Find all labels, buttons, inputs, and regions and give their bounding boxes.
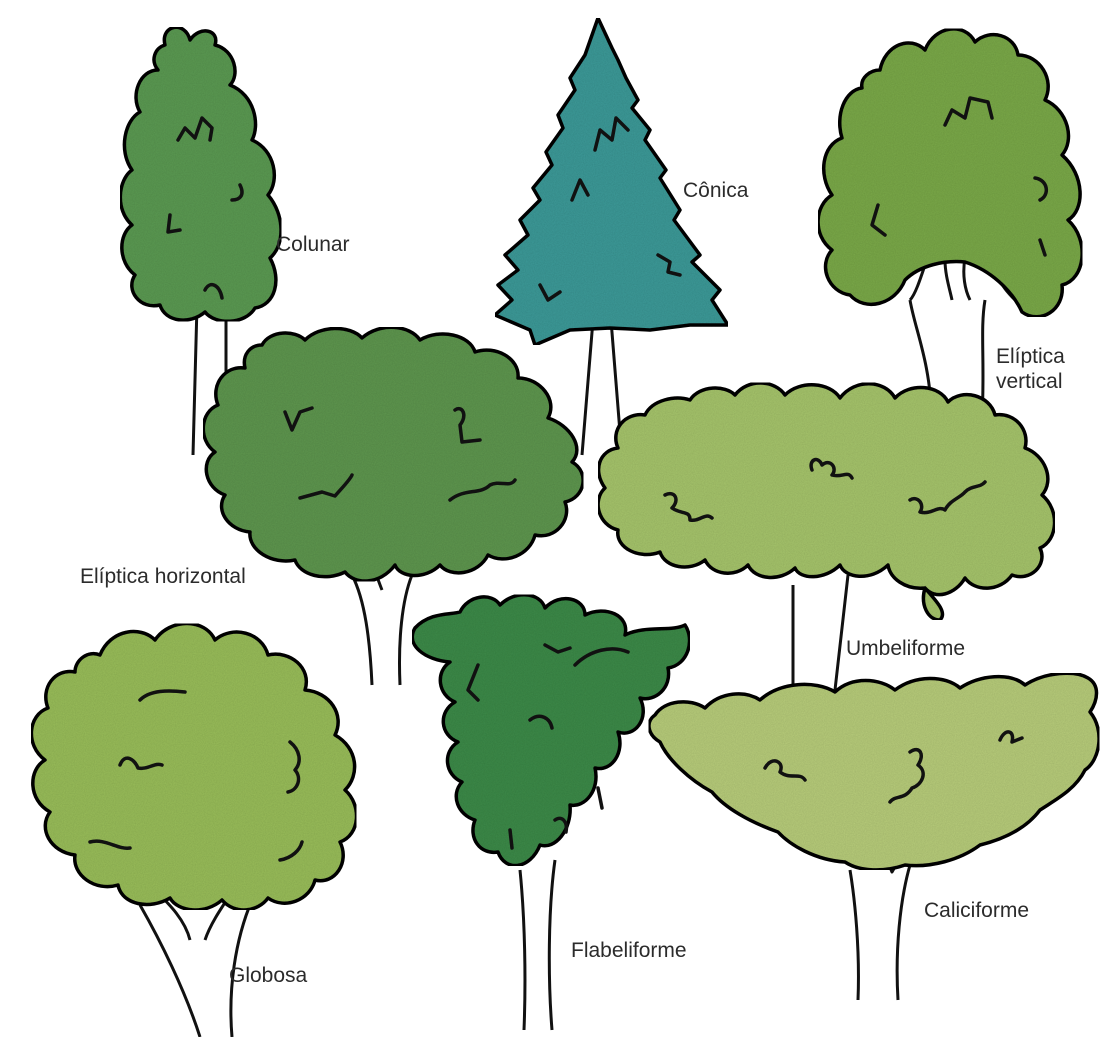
label-eliptica-horizontal: Elíptica horizontal — [80, 564, 246, 589]
label-conica: Cônica — [683, 178, 748, 203]
tree-globosa — [31, 624, 356, 1037]
label-eliptica-vertical: Elíptica vertical — [996, 344, 1096, 394]
tree-caliciforme — [649, 673, 1099, 1000]
crown-caliciforme — [649, 673, 1099, 870]
trunk-caliciforme — [850, 855, 910, 1000]
crown-globosa — [31, 624, 356, 910]
label-caliciforme: Caliciforme — [924, 898, 1029, 923]
label-colunar: Colunar — [276, 232, 350, 257]
trunk-flabeliforme — [520, 860, 555, 1030]
trunk-umbeliforme — [793, 575, 848, 690]
crown-eliptica-horizontal — [203, 327, 583, 581]
crown-eliptica-vertical — [818, 29, 1082, 317]
crown-colunar — [120, 27, 281, 321]
crown-umbeliforme — [598, 383, 1054, 620]
label-umbeliforme: Umbeliforme — [846, 636, 965, 661]
label-flabeliforme: Flabeliforme — [571, 938, 687, 963]
label-globosa: Globosa — [229, 963, 307, 988]
tree-flabeliforme — [412, 595, 689, 1030]
